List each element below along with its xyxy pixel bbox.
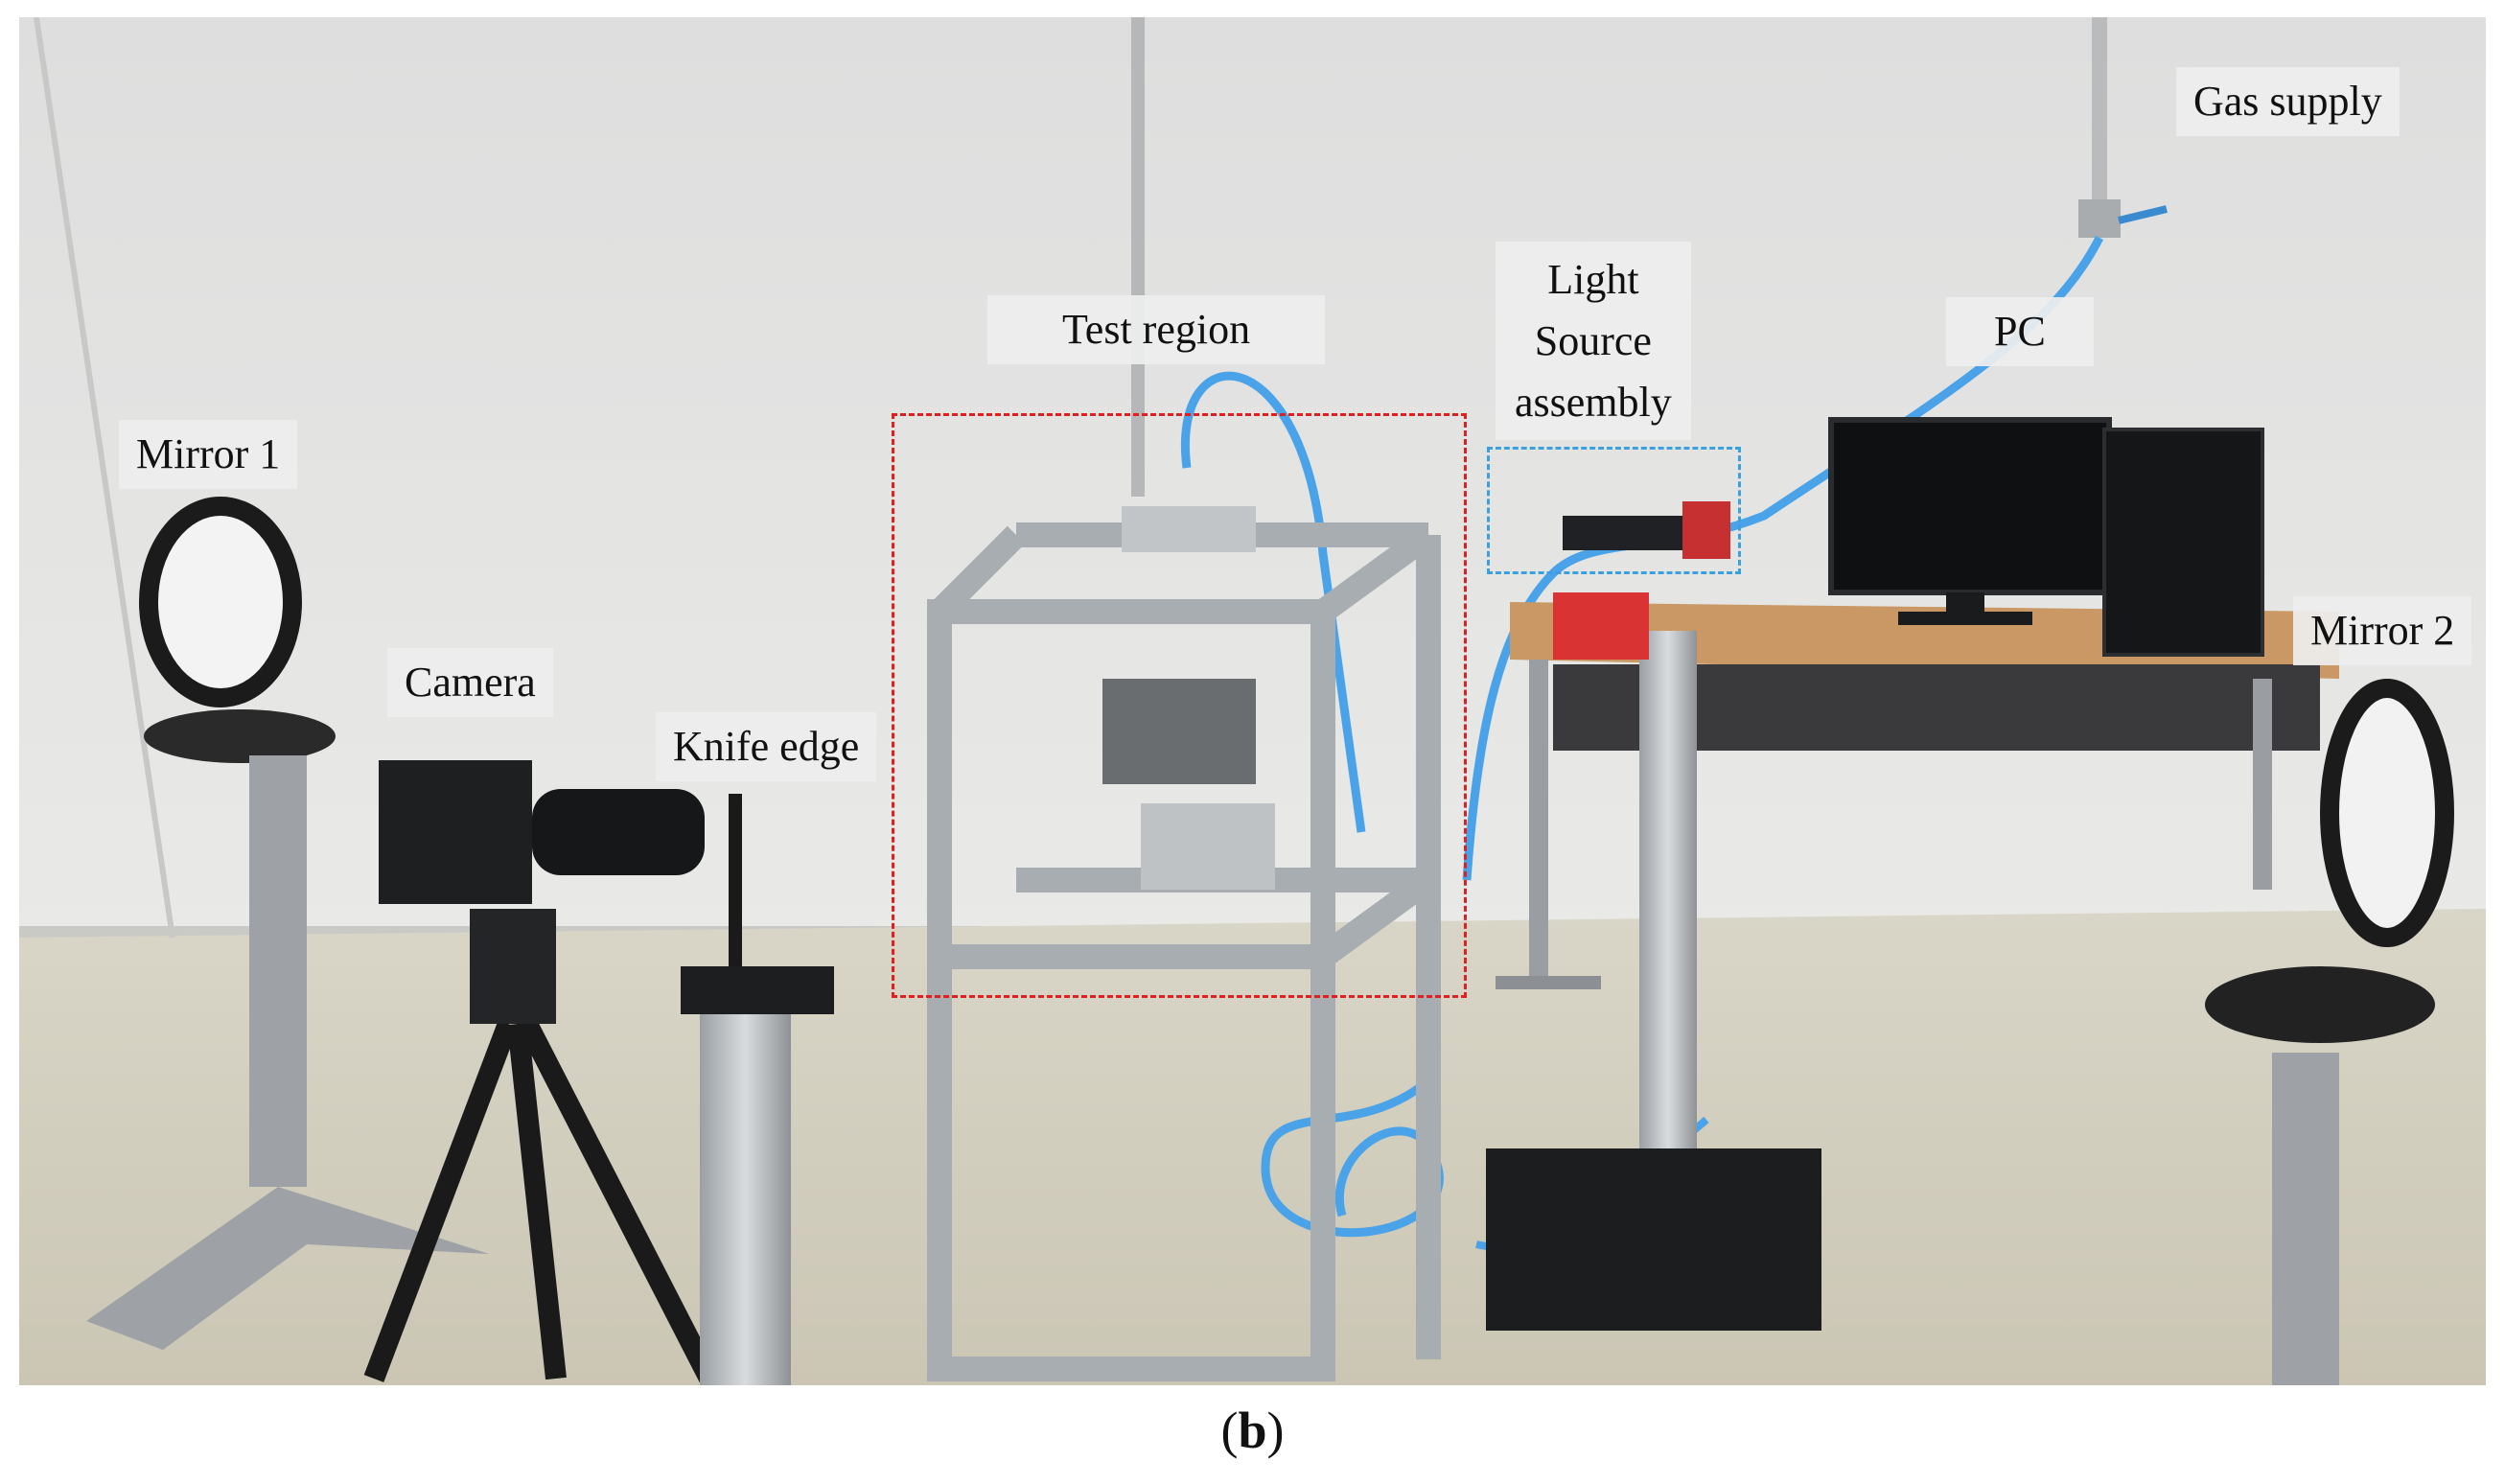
label-gas-supply: Gas supply: [2176, 67, 2400, 136]
caption-letter: b: [1238, 1402, 1267, 1459]
light-source-power-box: [1553, 592, 1649, 660]
label-pc: PC: [1946, 297, 2094, 366]
monitor: [1828, 417, 2112, 595]
test-plate: [1141, 803, 1275, 890]
knife-edge-stand: [700, 1014, 791, 1385]
label-mirror-2: Mirror 2: [2293, 596, 2472, 665]
label-camera: Camera: [387, 648, 553, 717]
test-region-box: [892, 413, 1467, 998]
label-mirror-1: Mirror 1: [119, 420, 298, 489]
figure-caption: (b): [0, 1392, 2505, 1469]
label-light-line-2: Source: [1534, 316, 1652, 364]
knife-edge-post: [729, 794, 742, 976]
table-foot: [1496, 976, 1601, 989]
pc-tower: [2102, 428, 2264, 657]
caption-open: (: [1220, 1402, 1239, 1459]
label-light-source-assembly: Light Source assembly: [1496, 242, 1691, 441]
table-leg-left: [1529, 660, 1548, 976]
light-source-base: [1486, 1148, 1821, 1331]
gas-tube-top: [1181, 371, 1366, 833]
camera-tripod: [363, 1018, 719, 1384]
light-source-lens: [1563, 516, 1687, 550]
light-source-box: [1487, 447, 1741, 574]
gas-valve: [2078, 199, 2121, 238]
schlieren-setup-scene: [19, 17, 2486, 1385]
wall-corner: [34, 17, 175, 939]
monitor-base: [1898, 612, 2032, 625]
ceiling-pipe-right: [2092, 17, 2107, 238]
mirror2-ring: [2320, 679, 2454, 947]
mirror1-base: [86, 1187, 489, 1350]
label-light-line-3: assembly: [1515, 378, 1672, 426]
camera-body: [379, 760, 532, 904]
label-test-region: Test region: [987, 295, 1326, 364]
floor: [19, 909, 2486, 1385]
table-leg-right: [2253, 679, 2272, 890]
mirror1-ring: [139, 497, 302, 707]
lab-photo: Gas supply Light Source assembly Test re…: [19, 17, 2486, 1385]
caption-close: ): [1266, 1402, 1285, 1459]
label-light-line-1: Light: [1547, 256, 1639, 303]
mirror2-plate: [2205, 966, 2435, 1043]
ceiling-pipe-center: [1131, 17, 1145, 497]
tripod-head: [470, 909, 556, 1024]
injector-bar: [1122, 506, 1256, 552]
mirror1-plate: [144, 709, 336, 763]
mirror2-pole: [2272, 1053, 2339, 1385]
knife-edge-stage: [681, 966, 834, 1014]
camera-lens: [532, 789, 705, 875]
xy-stage: [1102, 679, 1256, 784]
light-source-housing: [1682, 501, 1730, 559]
mirror1-pole: [249, 755, 307, 1187]
label-knife-edge: Knife edge: [656, 712, 877, 781]
gas-valve-handle: [2118, 205, 2168, 224]
